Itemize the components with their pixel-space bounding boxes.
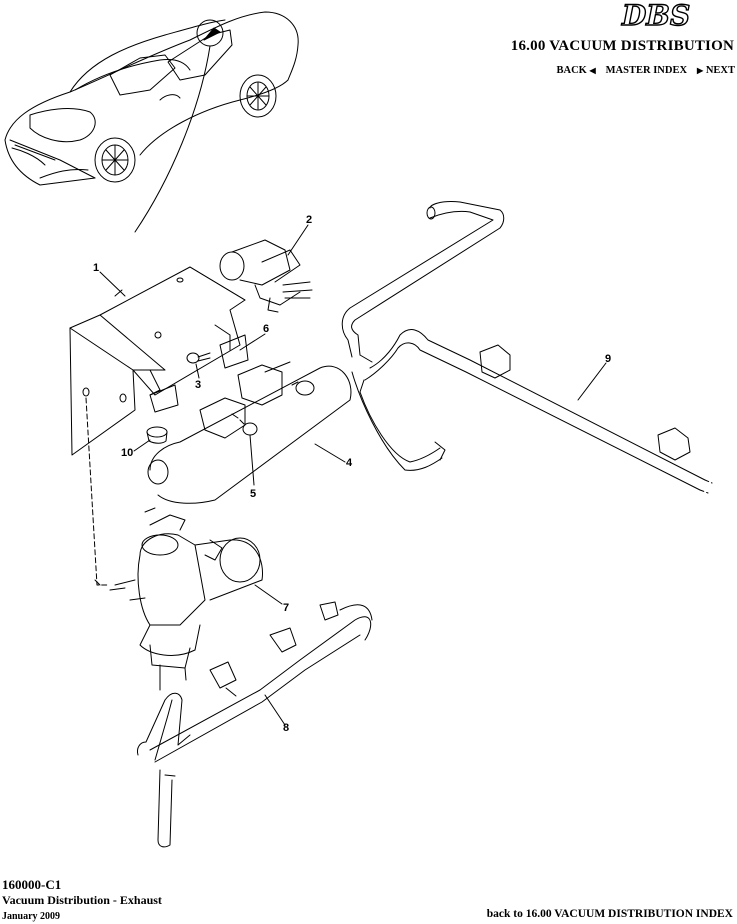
callout-4: 4	[346, 457, 353, 469]
dbs-logo: DBS	[620, 0, 691, 30]
callout-9: 9	[605, 353, 611, 365]
part-10-grommet	[146, 426, 168, 444]
next-link[interactable]: ▶ NEXT	[697, 65, 735, 76]
part-6-clips	[149, 334, 249, 413]
part-8-hose	[137, 601, 373, 848]
part-9-pipe	[341, 201, 713, 494]
part-name: Vacuum Distribution - Exhaust	[2, 893, 162, 907]
callout-7: 7	[283, 602, 289, 614]
logo-text: DBS	[621, 0, 690, 30]
part-code: 160000-C1	[2, 877, 62, 892]
callout-6: 6	[263, 323, 269, 335]
part-2-valve	[219, 239, 313, 313]
callout-3: 3	[195, 379, 201, 391]
part-4-reservoir	[147, 361, 352, 504]
back-to-index-link[interactable]: back to 16.00 VACUUM DISTRIBUTION INDEX	[486, 908, 733, 920]
back-link[interactable]: BACK ◀	[557, 65, 596, 76]
section-title: 16.00 VACUUM DISTRIBUTION	[510, 38, 734, 54]
part-3-bolt	[186, 352, 211, 364]
leader-lines	[99, 224, 607, 726]
callout-10: 10	[121, 447, 133, 459]
part-1-bracket	[69, 266, 246, 456]
locating-line	[85, 397, 109, 586]
callout-8: 8	[283, 722, 289, 734]
publication-date: January 2009	[2, 911, 61, 922]
car-illustration	[4, 11, 299, 233]
callout-2: 2	[306, 214, 312, 226]
callout-labels: 1 2 3 4 5 6 7 8 9 10	[93, 214, 611, 734]
triangle-left-icon: ◀	[589, 66, 596, 75]
master-index-link[interactable]: MASTER INDEX	[605, 65, 688, 76]
callout-5: 5	[250, 488, 256, 500]
next-label: NEXT	[705, 65, 735, 76]
part-7-pump	[94, 507, 264, 691]
callout-1: 1	[93, 262, 99, 274]
navigation-bar: BACK ◀ MASTER INDEX ▶ NEXT	[557, 65, 735, 76]
back-label: BACK	[556, 65, 587, 76]
triangle-right-icon: ▶	[697, 66, 704, 75]
